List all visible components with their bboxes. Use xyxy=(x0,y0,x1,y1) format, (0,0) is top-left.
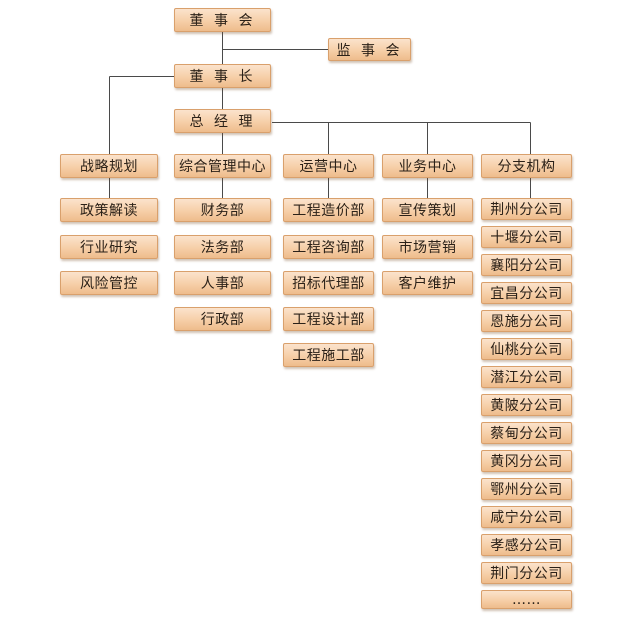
dept-branches-box: 分支机构 xyxy=(481,154,572,178)
operations-item-box: 工程咨询部 xyxy=(283,235,374,259)
branch-item-box: …… xyxy=(481,590,572,609)
branch-item-box: 咸宁分公司 xyxy=(481,506,572,528)
branch-item-box: 鄂州分公司 xyxy=(481,478,572,500)
dept-business-box: 业务中心 xyxy=(382,154,473,178)
branch-item-box: 襄阳分公司 xyxy=(481,254,572,276)
board-of-directors-box: 董 事 会 xyxy=(174,8,271,32)
operations-item-box: 招标代理部 xyxy=(283,271,374,295)
branch-item-box: 蔡甸分公司 xyxy=(481,422,572,444)
branch-item-box: 黄冈分公司 xyxy=(481,450,572,472)
branch-item-box: 荆州分公司 xyxy=(481,198,572,220)
dept-strategy-box: 战略规划 xyxy=(60,154,158,178)
supervisory-board-box: 监 事 会 xyxy=(328,38,411,61)
operations-item-box: 工程造价部 xyxy=(283,198,374,222)
general-manager-box: 总 经 理 xyxy=(174,109,271,133)
strategy-item-box: 行业研究 xyxy=(60,235,158,259)
branch-item-box: 潜江分公司 xyxy=(481,366,572,388)
strategy-item-box: 风险管控 xyxy=(60,271,158,295)
dept-operations-box: 运营中心 xyxy=(283,154,374,178)
dept-comprehensive-mgmt-box: 综合管理中心 xyxy=(174,154,271,178)
comprehensive-item-box: 人事部 xyxy=(174,271,271,295)
branch-item-box: 恩施分公司 xyxy=(481,310,572,332)
comprehensive-item-box: 行政部 xyxy=(174,307,271,331)
business-item-box: 客户维护 xyxy=(382,271,473,295)
branch-item-box: 十堰分公司 xyxy=(481,226,572,248)
branch-item-box: 荆门分公司 xyxy=(481,562,572,584)
business-item-box: 市场营销 xyxy=(382,235,473,259)
branch-item-box: 宜昌分公司 xyxy=(481,282,572,304)
comprehensive-item-box: 财务部 xyxy=(174,198,271,222)
branch-item-box: 仙桃分公司 xyxy=(481,338,572,360)
operations-item-box: 工程设计部 xyxy=(283,307,374,331)
strategy-item-box: 政策解读 xyxy=(60,198,158,222)
business-item-box: 宣传策划 xyxy=(382,198,473,222)
comprehensive-item-box: 法务部 xyxy=(174,235,271,259)
chairman-box: 董 事 长 xyxy=(174,64,271,88)
branch-item-box: 黄陂分公司 xyxy=(481,394,572,416)
branch-item-box: 孝感分公司 xyxy=(481,534,572,556)
operations-item-box: 工程施工部 xyxy=(283,343,374,367)
